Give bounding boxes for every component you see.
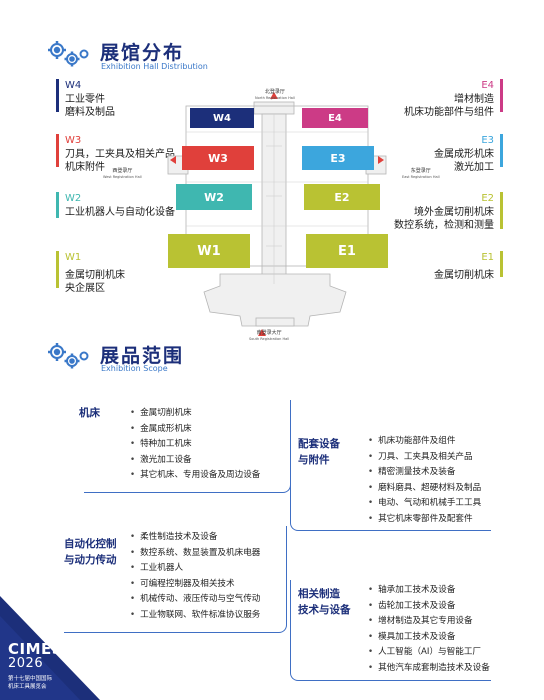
list-item: 电动、气动和机械手工工具 [368, 496, 481, 512]
gears-icon [48, 41, 89, 67]
w1-color-bar [56, 251, 59, 288]
list-item: 模具加工技术及设备 [368, 630, 490, 646]
section-title-hall: 展馆分布 [100, 42, 185, 64]
w4-label: W4 工业零件磨料及制品 [65, 80, 115, 118]
e2-label: E2 境外金属切削机床数控系统，检测和测量 [394, 193, 494, 231]
brand-year: 2026 [8, 656, 44, 671]
hall-e2: E2 [304, 184, 380, 210]
list-item: 人工智能（AI）与智能工厂 [368, 645, 490, 661]
hall-w3: W3 [182, 146, 254, 170]
list-item: 金属切削机床 [130, 406, 260, 422]
e1-label: E1 金属切削机床 [434, 252, 494, 281]
list-item: 机械传动、液压传动与空气传动 [130, 592, 260, 608]
section-title-scope: 展品范围 [100, 345, 185, 367]
machine-tools-list: 金属切削机床 金属成形机床 特种加工机床 激光加工设备 其它机床、专用设备及周边… [130, 406, 260, 484]
hall-w2: W2 [176, 184, 252, 210]
brand-line1: 第十七届中国国际 [8, 676, 53, 682]
list-item: 可编程控制器及相关技术 [130, 577, 260, 593]
w3-color-bar [56, 134, 59, 167]
accessories-list: 机床功能部件及组件 刀具、工夹具及相关产品 精密测量技术及装备 磨料磨具、超硬材… [368, 434, 481, 527]
list-item: 增材制造及其它专用设备 [368, 614, 490, 630]
list-item: 轴承加工技术及设备 [368, 583, 490, 599]
manufacturing-title: 相关制造技术与设备 [298, 588, 351, 616]
manufacturing-frame [290, 580, 491, 681]
list-item: 齿轮加工技术及设备 [368, 599, 490, 615]
list-item: 金属成形机床 [130, 422, 260, 438]
hall-e1: E1 [306, 234, 388, 268]
list-item: 工业机器人 [130, 561, 260, 577]
brand-name: CIMES [8, 640, 64, 658]
machine-tools-title: 机床 [79, 407, 100, 419]
hall-w1: W1 [168, 234, 250, 268]
manufacturing-list: 轴承加工技术及设备 齿轮加工技术及设备 增材制造及其它专用设备 模具加工技术及设… [368, 583, 490, 676]
w2-label: W2 工业机器人与自动化设备 [65, 193, 175, 218]
accessories-frame [290, 418, 491, 531]
w4-color-bar [56, 79, 59, 112]
list-item: 特种加工机床 [130, 437, 260, 453]
west-arrow-icon [170, 156, 176, 164]
automation-list: 柔性制造技术及设备 数控系统、数显装置及机床电器 工业机器人 可编程控制器及相关… [130, 530, 260, 623]
e4-color-bar [500, 79, 503, 112]
list-item: 磨料磨具、超硬材料及制品 [368, 481, 481, 497]
list-item: 工业物联网、软件标准协议服务 [130, 608, 260, 624]
w1-label: W1 金属切削机床央企展区 [65, 252, 125, 294]
list-item: 其他汽车成套制造技术及设备 [368, 661, 490, 677]
list-item: 机床功能部件及组件 [368, 434, 481, 450]
e3-label: E3 金属成形机床激光加工 [434, 135, 494, 173]
w2-color-bar [56, 192, 59, 218]
e4-label: E4 增材制造机床功能部件与组件 [404, 80, 494, 118]
e1-color-bar [500, 251, 503, 277]
list-item: 数控系统、数显装置及机床电器 [130, 546, 260, 562]
section-subtitle-hall: Exhibition Hall Distribution [101, 62, 208, 71]
east-arrow-icon [378, 156, 384, 164]
automation-frame [64, 526, 287, 633]
list-item: 激光加工设备 [130, 453, 260, 469]
hall-e4: E4 [302, 108, 368, 128]
gears-icon [48, 343, 89, 369]
list-item: 其它机床、专用设备及周边设备 [130, 468, 260, 484]
list-item: 精密测量技术及装备 [368, 465, 481, 481]
list-item: 刀具、工夹具及相关产品 [368, 450, 481, 466]
hall-w4: W4 [190, 108, 254, 128]
w3-label: W3 刀具，工夹具及相关产品机床附件 [65, 135, 175, 173]
south-arrow-icon [258, 329, 266, 336]
section-subtitle-scope: Exhibition Scope [101, 364, 168, 373]
list-item: 柔性制造技术及设备 [130, 530, 260, 546]
e3-color-bar [500, 134, 503, 167]
hall-e3: E3 [302, 146, 374, 170]
north-arrow-icon [270, 92, 278, 99]
brand-corner-shape [0, 596, 100, 700]
e2-color-bar [500, 192, 503, 229]
automation-title: 自动化控制与动力传动 [64, 538, 117, 566]
accessories-title: 配套设备与附件 [298, 438, 340, 466]
brand-line2: 机床工具展览会 [8, 684, 47, 690]
list-item: 其它机床零部件及配套件 [368, 512, 481, 528]
